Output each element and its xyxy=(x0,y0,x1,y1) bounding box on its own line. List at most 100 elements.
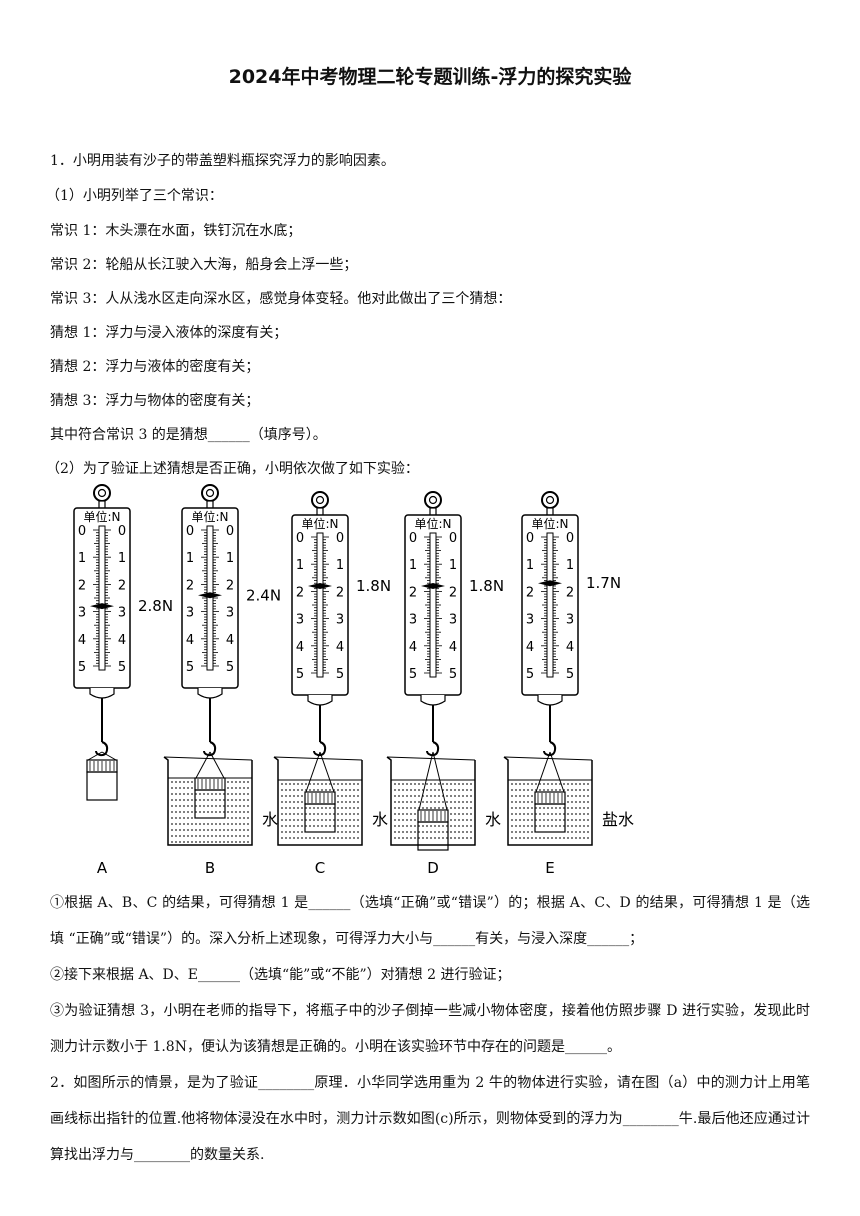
scale-number-right: 3 xyxy=(449,613,457,628)
question-1-intro: 1．小明用装有沙子的带盖塑料瓶探究浮力的影响因素。 xyxy=(50,153,395,169)
scale-number-left: 4 xyxy=(78,633,86,648)
guess-2: 猜想 2：浮力与液体的密度有关； xyxy=(50,359,260,375)
scale-number-right: 0 xyxy=(566,531,574,546)
guess-1: 猜想 1：浮力与浸入液体的深度有关； xyxy=(50,325,288,341)
scale-number-left: 5 xyxy=(186,660,194,675)
scale-number-left: 3 xyxy=(78,606,86,621)
sub-question-2: ②接下来根据 A、D、E______（选填“能”或“不能”）对猜想 2 进行验证… xyxy=(50,957,810,993)
scale-number-right: 1 xyxy=(226,551,234,566)
beaker xyxy=(163,756,253,846)
scale-bottom-cap xyxy=(197,688,223,699)
scale-number-left: 2 xyxy=(296,585,304,600)
scale-number-left: 5 xyxy=(526,667,534,682)
scale-number-right: 3 xyxy=(336,613,344,628)
scale-number-right: 4 xyxy=(566,640,574,655)
reading-label: 1.8N xyxy=(469,577,504,595)
scale-number-right: 5 xyxy=(566,667,574,682)
scale-number-right: 3 xyxy=(226,606,234,621)
scale-number-right: 1 xyxy=(449,558,457,573)
scale-bottom-cap xyxy=(537,695,563,706)
scale-ring xyxy=(201,484,219,502)
bottle-string-right xyxy=(101,751,117,761)
scale-number-right: 4 xyxy=(118,633,126,648)
beaker-rim xyxy=(163,756,253,761)
bottle-string-right xyxy=(432,751,448,811)
scale-hook xyxy=(313,741,327,757)
scale-number-left: 0 xyxy=(78,524,86,539)
scale-number-left: 5 xyxy=(296,667,304,682)
bottle-string-left xyxy=(418,751,434,811)
liquid-label: 盐水 xyxy=(602,810,634,829)
scale-ring-inner xyxy=(97,488,107,498)
scale-number-left: 1 xyxy=(409,558,417,573)
scale-number-right: 1 xyxy=(118,551,126,566)
scale-number-right: 5 xyxy=(226,660,234,675)
panel-letter: A xyxy=(97,859,108,877)
scale-ring-inner xyxy=(428,495,438,505)
bottle-string-left xyxy=(87,751,103,761)
scale-number-right: 2 xyxy=(336,585,344,600)
scale-number-right: 4 xyxy=(226,633,234,648)
scale-number-left: 3 xyxy=(296,613,304,628)
scale-tube xyxy=(316,532,324,678)
page-title: 2024年中考物理二轮专题训练-浮力的探究实验 xyxy=(228,66,632,88)
scale-number-right: 5 xyxy=(118,660,126,675)
scale-number-right: 0 xyxy=(118,524,126,539)
sub-question-3: ③为验证猜想 3，小明在老师的指导下，将瓶子中的沙子倒掉一些减小物体密度，接着他… xyxy=(50,993,810,1065)
scale-tube xyxy=(429,532,437,678)
scale-unit-label: 单位:N xyxy=(191,509,228,524)
bottle-string-left xyxy=(305,751,321,793)
scale-tube xyxy=(546,532,554,678)
scale-unit-label: 单位:N xyxy=(414,516,451,531)
reading-label: 2.4N xyxy=(246,586,281,604)
scale-pointer xyxy=(198,592,222,599)
question-1-part-1: （1）小明列举了三个常识： xyxy=(46,188,223,204)
scale-tube xyxy=(98,525,106,671)
bottle-string-right xyxy=(319,751,335,793)
bottle-string-right xyxy=(549,751,565,793)
scale-number-right: 0 xyxy=(449,531,457,546)
scale-number-right: 3 xyxy=(566,613,574,628)
scale-number-left: 0 xyxy=(186,524,194,539)
scale-number-left: 2 xyxy=(409,585,417,600)
scale-pointer xyxy=(538,580,562,587)
scale-number-right: 0 xyxy=(226,524,234,539)
beaker xyxy=(503,756,593,846)
scale-unit-label: 单位:N xyxy=(83,509,120,524)
scale-number-right: 5 xyxy=(336,667,344,682)
scale-number-left: 5 xyxy=(78,660,86,675)
scale-ring xyxy=(424,491,442,509)
scale-number-left: 4 xyxy=(186,633,194,648)
bottle-body xyxy=(194,789,226,819)
scale-number-right: 4 xyxy=(336,640,344,655)
scale-ring-inner xyxy=(545,495,555,505)
common-sense-1: 常识 1：木头漂在水面，铁钉沉在水底； xyxy=(50,223,302,239)
common-sense-2: 常识 2：轮船从长江驶入大海，船身会上浮一些； xyxy=(50,257,358,273)
liquid-label: 水 xyxy=(262,810,278,829)
scale-number-left: 0 xyxy=(526,531,534,546)
scale-bottom-cap xyxy=(89,688,115,699)
scale-unit-label: 单位:N xyxy=(531,516,568,531)
liquid-label: 水 xyxy=(372,810,388,829)
panel-letter: C xyxy=(315,859,325,877)
scale-hook xyxy=(426,741,440,757)
scale-pointer xyxy=(421,582,445,589)
scale-number-right: 2 xyxy=(449,585,457,600)
scale-number-left: 0 xyxy=(296,531,304,546)
scale-number-left: 3 xyxy=(526,613,534,628)
question-2-text: 2．如图所示的情景，是为了验证________原理．小华同学选用重为 2 牛的物… xyxy=(50,1075,810,1163)
sub-question-2-text: ②接下来根据 A、D、E______（选填“能”或“不能”）对猜想 2 进行验证… xyxy=(50,967,511,983)
scale-pointer xyxy=(308,582,332,589)
sub-question-1-text: ①根据 A、B、C 的结果，可得猜想 1 是______（选填“正确”或“错误”… xyxy=(50,895,810,947)
beaker xyxy=(386,756,476,846)
scale-bottom-cap xyxy=(420,695,446,706)
fill-blank-guess: 其中符合常识 3 的是猜想______（填序号）。 xyxy=(50,427,327,443)
question-2: 2．如图所示的情景，是为了验证________原理．小华同学选用重为 2 牛的物… xyxy=(50,1065,810,1173)
scale-number-left: 1 xyxy=(526,558,534,573)
scale-hook xyxy=(543,741,557,757)
